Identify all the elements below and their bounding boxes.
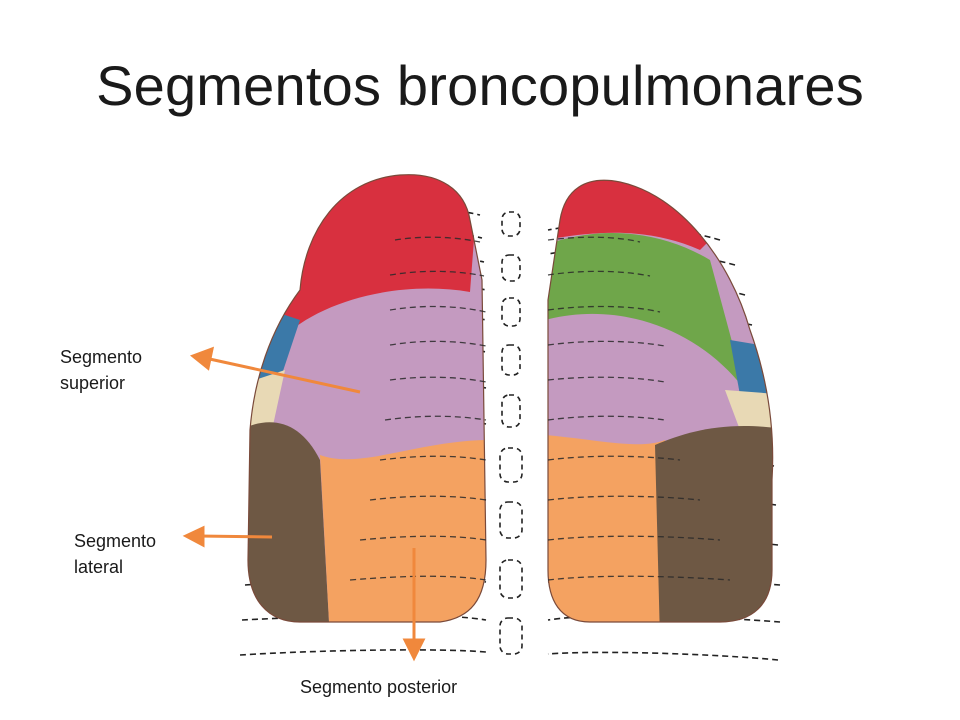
- slide-title: Segmentos broncopulmonares: [96, 54, 864, 117]
- arrow-superior-head: [189, 346, 215, 371]
- vertebrae-outlines: [499, 211, 523, 655]
- arrow-lateral: [197, 534, 273, 539]
- label-lateral-line2: lateral: [74, 557, 124, 577]
- label-segmento-lateral: Segmento lateral: [74, 528, 156, 580]
- label-lateral-line1: Segmento: [74, 531, 157, 551]
- right-lung-outline: [547, 179, 774, 623]
- label-superior-line2: superior: [60, 373, 126, 393]
- arrows: [182, 346, 426, 662]
- rib-overlay: [349, 236, 731, 581]
- arrow-superior: [204, 356, 361, 394]
- left-lung-outline: [247, 174, 487, 623]
- left-lung: [248, 174, 486, 622]
- right-lung: [548, 180, 773, 622]
- arrow-posterior-head: [402, 638, 426, 662]
- label-segmento-posterior: Segmento posterior: [300, 677, 458, 697]
- label-segmento-superior: Segmento superior: [60, 344, 142, 396]
- label-superior-line1: Segmento: [60, 347, 143, 367]
- arrow-lateral-head: [182, 525, 205, 548]
